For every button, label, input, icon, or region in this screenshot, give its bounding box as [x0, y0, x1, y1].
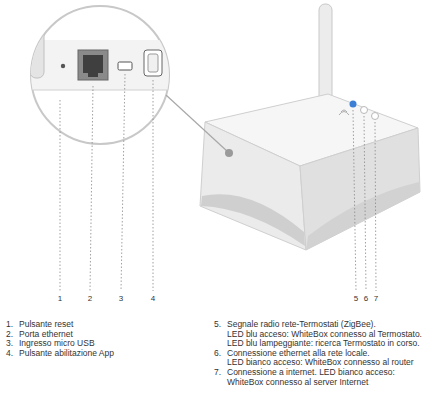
list-text: LED blu acceso: WhiteBox connesso al Ter…: [227, 330, 433, 340]
callout-number: 7: [370, 294, 382, 304]
list-item: 1.Pulsante reset: [6, 320, 206, 330]
led-white: [361, 107, 368, 114]
list-item: 6.Connessione ethernet alla rete locale.…: [214, 349, 433, 368]
base-shadow: [201, 194, 305, 246]
list-item: 2.Porta ethernet: [6, 330, 206, 340]
base-shadow: [306, 182, 420, 250]
leader-lines: [60, 74, 376, 291]
list-number: 2.: [6, 330, 19, 340]
legend-column: 1.Pulsante reset2.Porta ethernet3.Ingres…: [6, 320, 206, 358]
list-item: 7.Connessione a internet. LED bianco acc…: [214, 368, 433, 387]
list-text: LED bianco acceso: WhiteBox connesso al …: [227, 358, 433, 368]
list-text: Pulsante abilitazione App: [19, 349, 206, 359]
zoom-dot: [225, 149, 233, 157]
list-body: Ingresso micro USB: [19, 339, 206, 349]
list-number: 7.: [214, 368, 227, 387]
callout-number: 1: [54, 294, 66, 304]
list-body: Connessione a internet. LED bianco acces…: [227, 368, 433, 387]
list-body: Pulsante reset: [19, 320, 206, 330]
led-white: [372, 113, 379, 120]
callout-number: 2: [84, 294, 96, 304]
list-body: Connessione ethernet alla rete locale.LE…: [227, 349, 433, 368]
led-blue: [350, 101, 357, 108]
antenna: [319, 4, 332, 102]
list-body: Porta ethernet: [19, 330, 206, 340]
list-text: Connessione a internet. LED bianco acces…: [227, 368, 433, 387]
callout-number: 6: [360, 294, 372, 304]
callout-number: 5: [350, 294, 362, 304]
list-body: Pulsante abilitazione App: [19, 349, 206, 359]
radio-symbol: [339, 110, 349, 115]
list-item: 4.Pulsante abilitazione App: [6, 349, 206, 359]
list-item: 3.Ingresso micro USB: [6, 339, 206, 349]
legend-column: 5.Segnale radio rete-Termostati (ZigBee)…: [214, 320, 433, 387]
list-number: 3.: [6, 339, 19, 349]
callout-number: 3: [115, 294, 127, 304]
list-number: 1.: [6, 320, 19, 330]
list-text: Porta ethernet: [19, 330, 206, 340]
list-body: Segnale radio rete-Termostati (ZigBee).L…: [227, 320, 433, 349]
list-text: Ingresso micro USB: [19, 339, 206, 349]
zoom-detail: [25, 0, 185, 90]
callout-number: 4: [147, 294, 159, 304]
list-item: 5.Segnale radio rete-Termostati (ZigBee)…: [214, 320, 433, 349]
list-number: 4.: [6, 349, 19, 359]
list-text: Connessione ethernet alla rete locale.: [227, 349, 433, 359]
device-side: [300, 128, 420, 250]
zoom-link: [166, 95, 228, 152]
list-text: Segnale radio rete-Termostati (ZigBee).: [227, 320, 433, 330]
list-number: 5.: [214, 320, 227, 349]
list-text: Pulsante reset: [19, 320, 206, 330]
list-number: 6.: [214, 349, 227, 368]
list-text: LED blu lampeggiante: ricerca Termostato…: [227, 339, 433, 349]
